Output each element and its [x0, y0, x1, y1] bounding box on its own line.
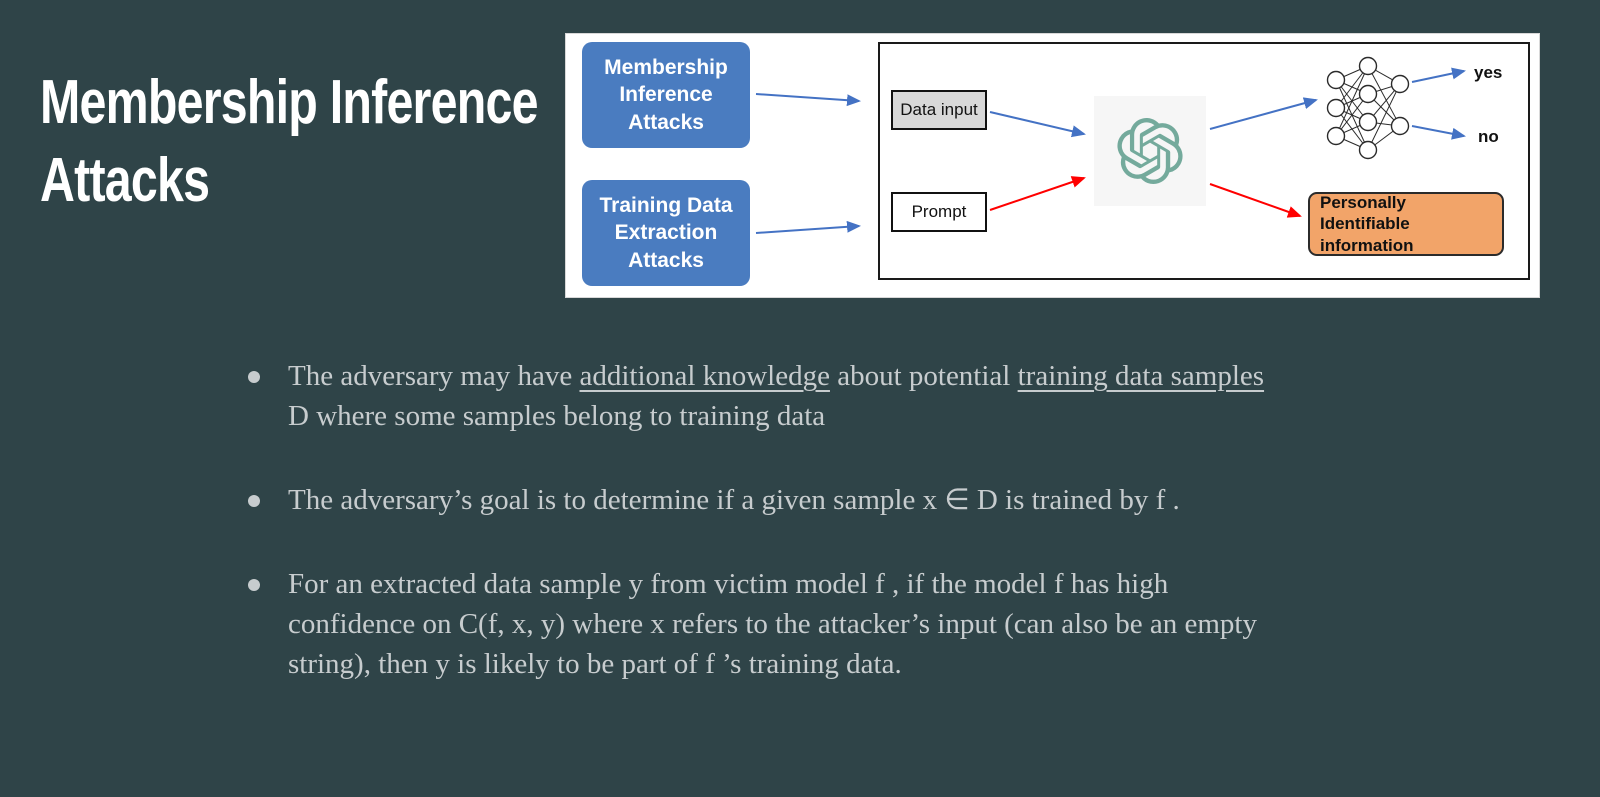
arrow-membership-to-frame [755, 93, 861, 107]
prompt-box: Prompt [891, 192, 987, 232]
bullet-text: For an extracted data sample y from vict… [288, 564, 1288, 684]
pii-box: Personally Identifiable information [1308, 192, 1504, 256]
bullet-text-segment: For an extracted data sample y from vict… [288, 568, 1257, 681]
bullet-text-segment: training data samples [1017, 360, 1265, 392]
arrow-training-to-frame [755, 220, 861, 234]
bullet-text-segment: D where some samples belong to training … [288, 400, 826, 433]
bullet-text-segment: about potential [829, 360, 1018, 392]
openai-logo-tile [1094, 96, 1206, 206]
membership-attack-box: Membership Inference Attacks [582, 42, 750, 148]
bullet-text-segment: The adversary’s goal is to determine if … [288, 484, 1180, 517]
bullet-list: The adversary may have additional knowle… [248, 356, 1288, 684]
diagram-panel: Membership Inference Attacks Training Da… [565, 33, 1540, 298]
bullet-text: The adversary may have additional knowle… [288, 356, 1288, 436]
bullet-item: The adversary’s goal is to determine if … [248, 480, 1288, 520]
training-extraction-box: Training Data Extraction Attacks [582, 180, 750, 286]
bullet-item: The adversary may have additional knowle… [248, 356, 1288, 436]
bullet-text: The adversary’s goal is to determine if … [288, 480, 1180, 520]
bullet-dot [248, 371, 260, 383]
openai-logo-icon [1117, 118, 1183, 184]
data-input-box: Data input [891, 90, 987, 130]
page-title: Membership Inference Attacks [40, 68, 538, 216]
bullet-dot [248, 495, 260, 508]
bullet-text-segment: The adversary may have [288, 360, 580, 392]
bullet-dot [248, 579, 260, 592]
bullet-item: For an extracted data sample y from vict… [248, 564, 1288, 684]
bullet-text-segment: additional knowledge [579, 360, 830, 392]
